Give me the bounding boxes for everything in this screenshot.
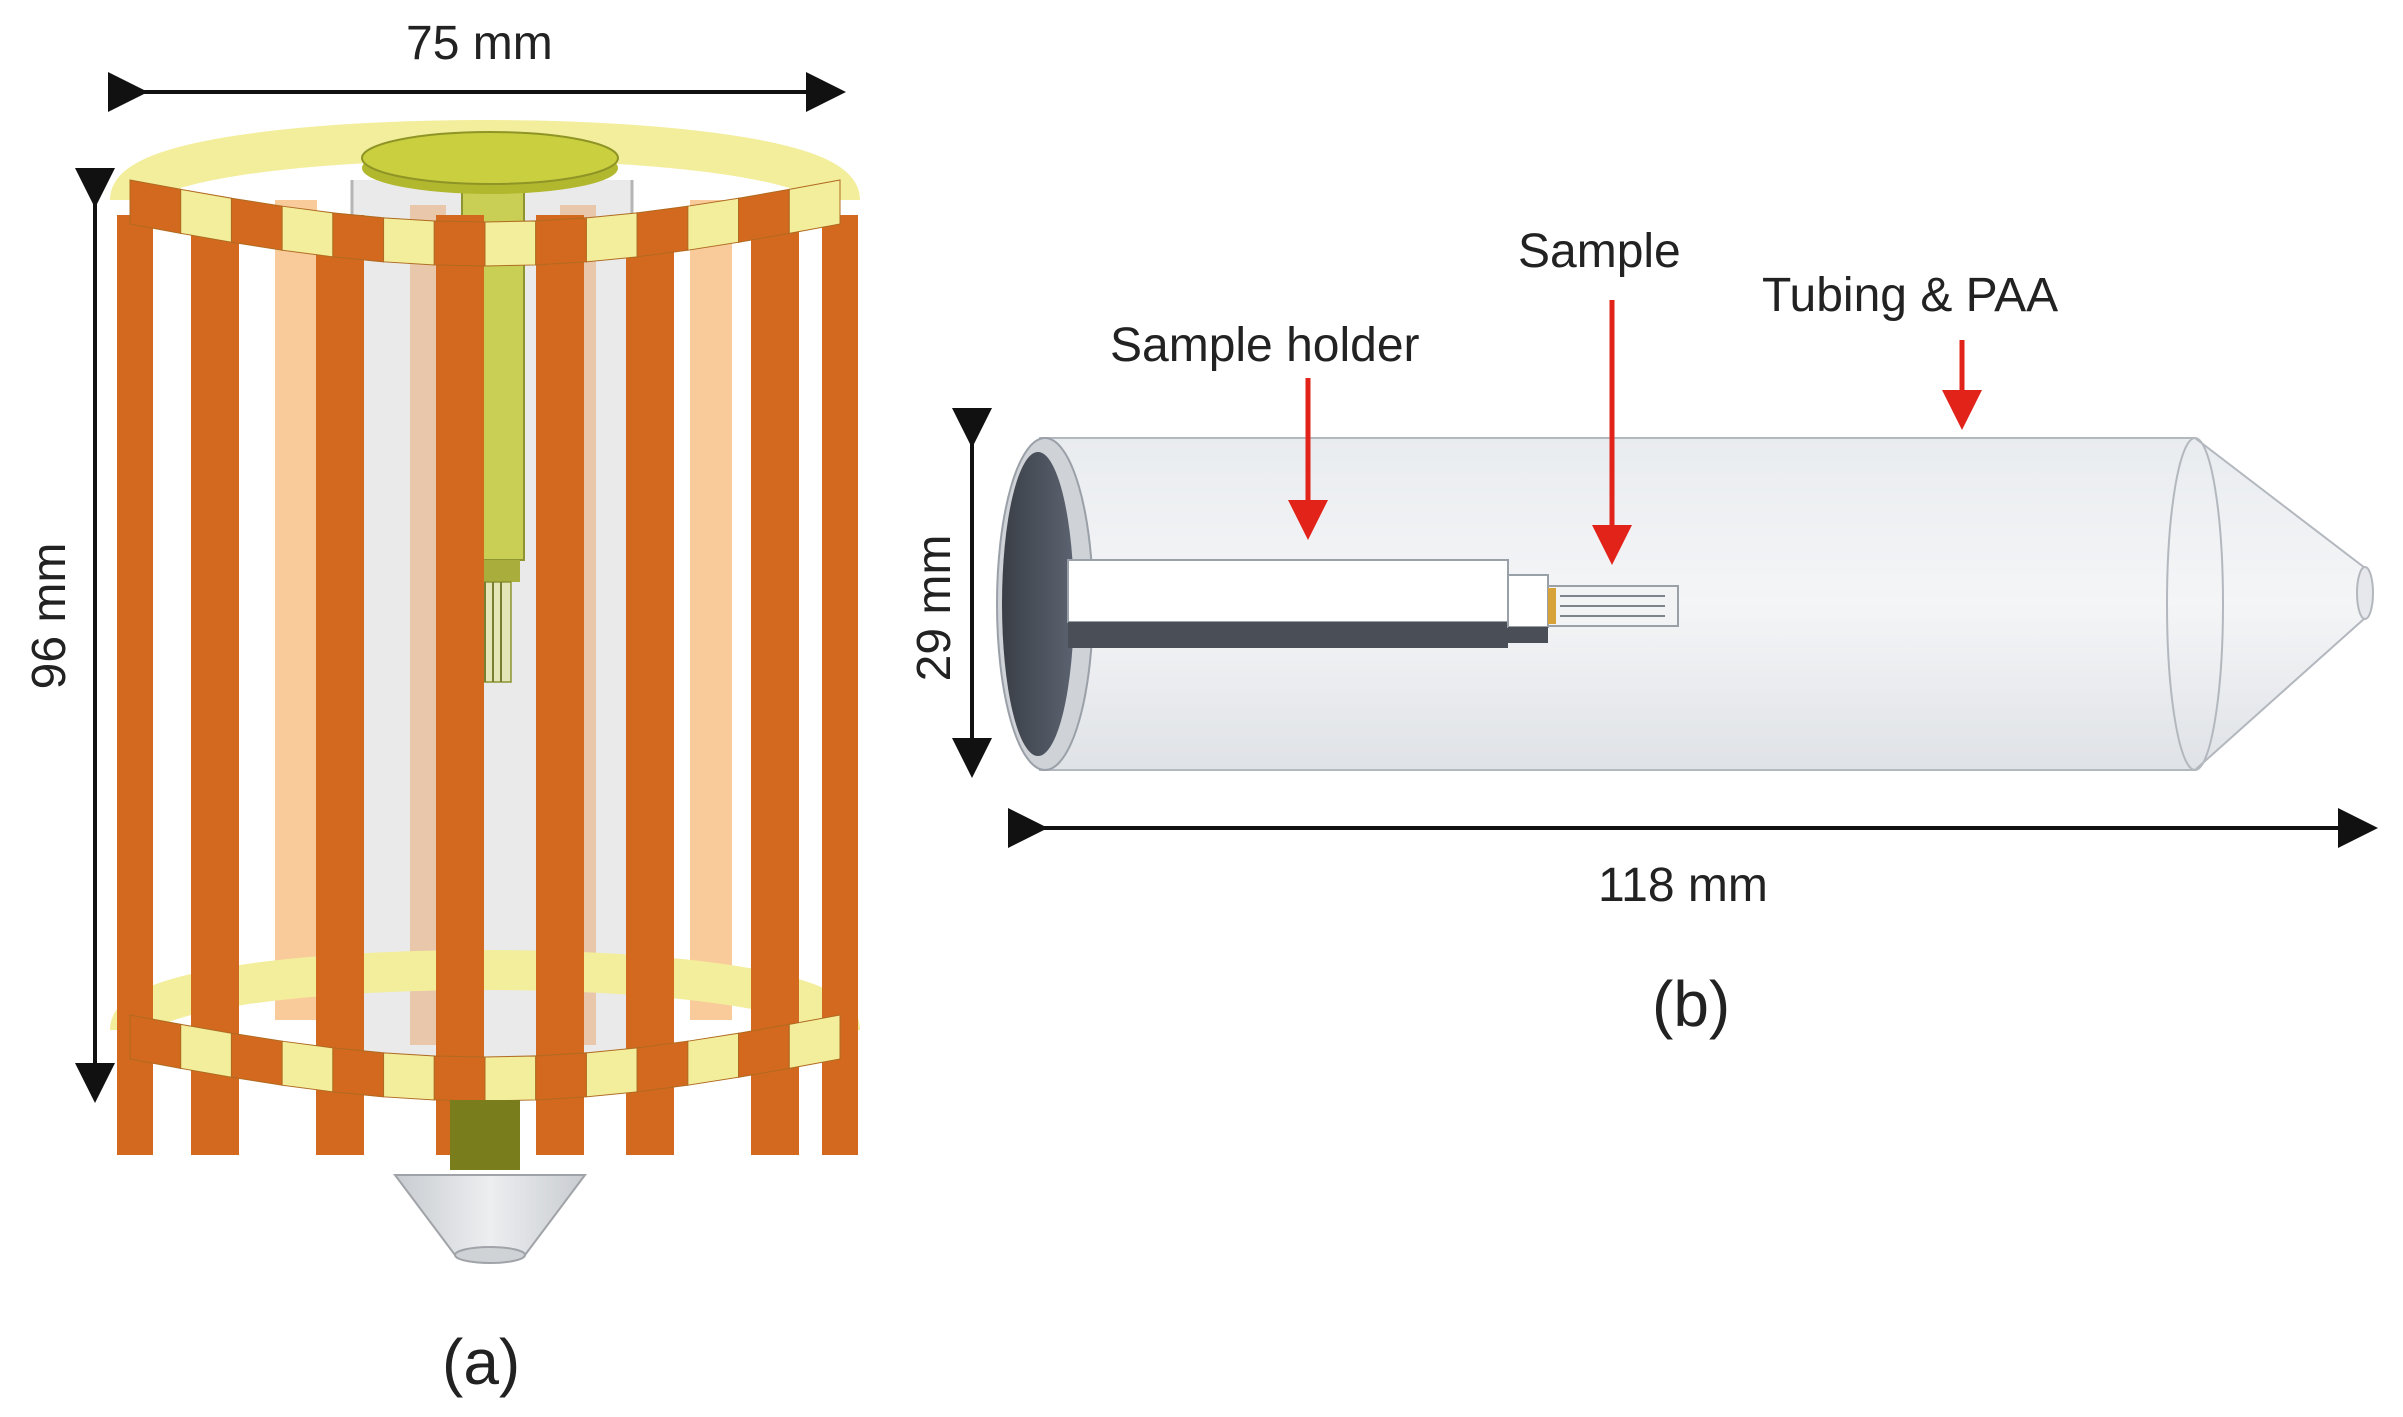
front-rung <box>316 215 364 1155</box>
ring-segment <box>535 217 587 266</box>
top-ring-front <box>129 179 841 267</box>
front-rung <box>822 215 858 1155</box>
sample-contact <box>1548 588 1556 624</box>
ring-segment <box>383 1052 435 1101</box>
ring-segment <box>738 1023 790 1078</box>
ring-segment <box>129 179 182 234</box>
ring-segment <box>788 1014 841 1069</box>
ring-segment <box>687 1032 740 1086</box>
bottom-plug <box>450 1100 520 1170</box>
ring-segment <box>383 217 435 266</box>
caption-a: (a) <box>442 1326 521 1398</box>
cone-junction <box>2166 437 2224 771</box>
ring-segment <box>788 179 841 234</box>
panel-a-birdcage-coil <box>75 72 860 1264</box>
back-rung <box>690 200 732 1020</box>
bottom-ring-front <box>129 1014 841 1102</box>
ring-segment <box>636 1040 689 1093</box>
holder-step-shadow <box>1508 627 1548 643</box>
bottom-ring-back <box>110 950 860 1036</box>
length-label: 118 mm <box>1598 859 1768 912</box>
ring-segment <box>332 1047 385 1098</box>
front-rung <box>626 215 674 1155</box>
front-rung <box>191 215 239 1155</box>
panel-b-tube-side-view <box>952 300 2378 848</box>
cone-tip-end <box>454 1246 526 1264</box>
front-rungs <box>117 215 858 1155</box>
ring-segment <box>281 205 334 258</box>
cone-tip <box>393 1174 587 1256</box>
ring-segment <box>332 212 385 263</box>
lid-top <box>361 131 619 185</box>
ring-segment <box>738 188 790 243</box>
front-rung <box>436 215 484 1155</box>
ring-segment <box>484 220 537 267</box>
diameter-label: 29 mm <box>908 534 961 682</box>
tube-tip-end <box>2356 566 2374 620</box>
ring-segment <box>433 220 486 267</box>
ring-segment <box>129 1014 182 1069</box>
ring-segment <box>281 1040 334 1093</box>
ring-segment <box>585 212 638 263</box>
annotation-tubing: Tubing & PAA <box>1762 269 2059 322</box>
holder-step-face <box>1507 574 1549 628</box>
back-rung <box>275 200 317 1020</box>
holder-shadow <box>1068 622 1508 648</box>
ring-segment <box>585 1047 638 1098</box>
annotation-sample-holder: Sample holder <box>1110 319 1420 372</box>
ring-segment <box>180 1023 232 1078</box>
ring-segment <box>180 188 232 243</box>
ring-segment <box>230 197 283 251</box>
ring-segment <box>687 197 740 251</box>
end-cap-face <box>1002 452 1074 756</box>
ring-segment <box>636 205 689 258</box>
height-label: 96 mm <box>23 542 76 690</box>
front-rung <box>751 215 799 1155</box>
width-label: 75 mm <box>406 17 553 70</box>
ring-segment <box>535 1052 587 1101</box>
front-rung <box>117 215 153 1155</box>
ring-segment <box>484 1055 537 1102</box>
front-rung <box>536 215 584 1155</box>
ring-segment <box>230 1032 283 1086</box>
holder-body <box>1067 559 1509 623</box>
ring-segment <box>433 1055 486 1102</box>
caption-b: (b) <box>1652 968 1731 1040</box>
annotation-sample: Sample <box>1518 225 1681 278</box>
